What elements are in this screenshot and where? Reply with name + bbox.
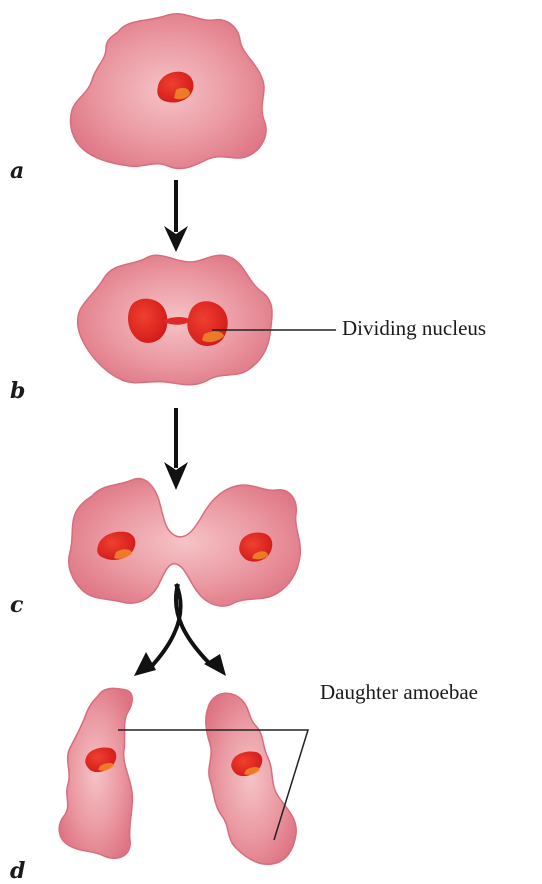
amoeba-stage-d xyxy=(58,687,310,866)
label-daughter-amoebae: Daughter amoebae xyxy=(320,680,479,704)
arrow-b-to-c xyxy=(164,408,188,490)
stage-label-b: b xyxy=(10,378,26,404)
nucleus-c-right-highlight xyxy=(252,551,268,560)
nucleus-c-left-highlight xyxy=(114,549,132,559)
nucleus-a-highlight xyxy=(174,87,190,100)
label-dividing-nucleus: Dividing nucleus xyxy=(342,316,487,340)
nucleus-d-right-highlight xyxy=(244,767,260,775)
stage-label-c: c xyxy=(10,592,24,618)
arrows-c-to-d xyxy=(134,583,226,676)
nucleus-b-right-highlight xyxy=(202,331,224,343)
nucleus-b-bridge xyxy=(164,317,192,325)
arrow-a-to-b xyxy=(164,180,188,252)
daughter-amoeba-left xyxy=(58,687,134,860)
stage-label-d: d xyxy=(10,858,26,884)
amoeba-stage-a xyxy=(69,13,267,170)
daughter-amoeba-right xyxy=(205,692,297,866)
leader-daughter-amoebae xyxy=(118,729,310,841)
stage-label-a: a xyxy=(10,158,25,184)
amoeba-cell-c xyxy=(68,477,302,607)
nucleus-d-left-highlight xyxy=(98,763,114,771)
amoeba-stage-c xyxy=(68,477,302,607)
amoeba-stage-b xyxy=(76,254,336,386)
nucleus-b-left xyxy=(128,298,168,343)
